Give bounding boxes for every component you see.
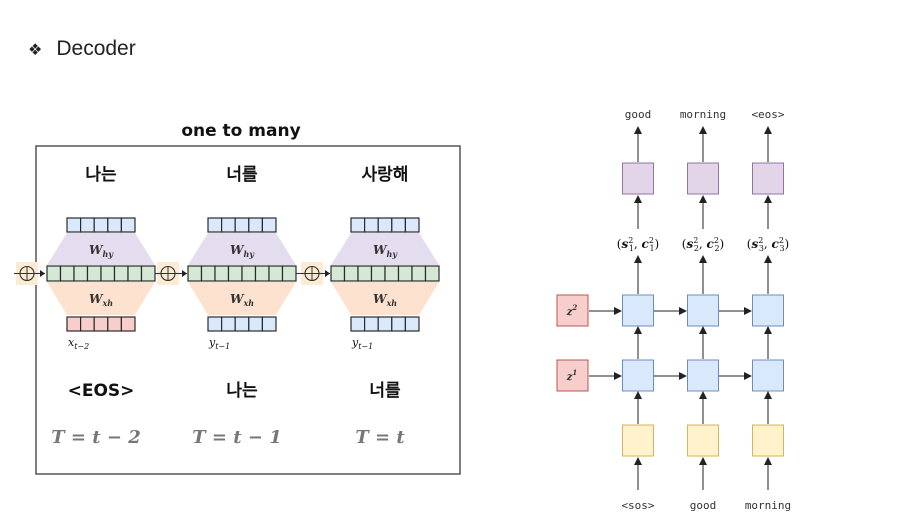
z-label: z1 [566,368,578,383]
w-hy-layer [188,233,296,265]
hidden-cell [424,265,440,282]
z-box [556,359,589,392]
lstm-layer1-cell [622,359,654,392]
w-xh-label: Wxh [230,292,254,308]
output-cell [261,217,277,233]
w-xh-label: Wxh [373,292,397,308]
output-box [687,162,719,195]
embedding-box [752,424,784,457]
output-word: 사랑해 [362,165,409,185]
arrow-head-icon [325,270,330,277]
input-symbol: xt−2 [68,336,89,351]
w-hy-label: Why [89,243,114,259]
diagram-frame [35,145,461,475]
embedding-box [687,424,719,457]
one-to-many-title: one to many [181,121,300,141]
output-box [752,162,784,195]
input-cell [120,316,136,332]
input-symbol: yt−1 [351,336,373,351]
output-token: good [625,108,652,121]
time-step-label: T = t − 1 [192,427,281,448]
slide-title: Decoder [56,37,136,60]
w-xh-layer [188,282,296,315]
input-cell [404,316,420,332]
input-word: 나는 [226,381,258,401]
z-box [556,294,589,327]
output-token: <eos> [751,108,784,121]
lstm-layer1-cell [687,359,719,392]
w-xh-layer [47,282,155,315]
output-box [622,162,654,195]
w-xh-label: Wxh [89,292,113,308]
output-cell [120,217,136,233]
input-word: 너를 [369,381,401,401]
arrow-head-icon [182,270,187,277]
output-token: morning [680,108,726,121]
w-xh-layer [331,282,439,315]
output-word: 너를 [226,165,258,185]
z-label: z2 [566,303,578,318]
input-word: <EOS> [68,381,135,401]
lstm-layer2-cell [687,294,719,327]
input-cell [261,316,277,332]
diamond-bullet-icon: ❖ [28,39,43,59]
input-token: morning [745,499,791,512]
embedding-box [622,424,654,457]
w-hy-label: Why [373,243,398,259]
input-token: <sos> [621,499,654,512]
w-hy-label: Why [230,243,255,259]
time-step-label: T = t [355,427,405,448]
w-hy-layer [331,233,439,265]
lstm-layer2-cell [752,294,784,327]
lstm-layer2-cell [622,294,654,327]
lstm-layer1-cell [752,359,784,392]
output-cell [404,217,420,233]
output-word: 나는 [85,165,117,185]
w-hy-layer [47,233,155,265]
input-token: good [690,499,717,512]
input-symbol: yt−1 [208,336,230,351]
slide-heading: ❖ Decoder [28,34,136,64]
arrow-head-icon [40,270,45,277]
time-step-label: T = t − 2 [51,427,140,448]
